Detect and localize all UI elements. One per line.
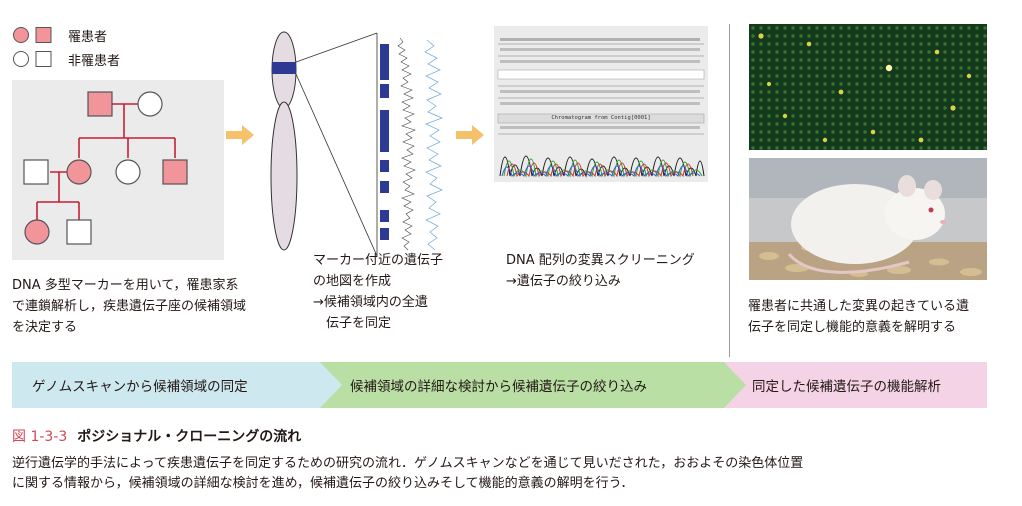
pedigree-father-unaffected	[23, 159, 49, 185]
affected-symbols-icon	[13, 27, 52, 43]
pedigree-aunt-unaffected	[115, 159, 141, 185]
phase-band-1-arrowhead	[320, 362, 342, 408]
step4-description: 罹患者に共通した変異の起きている遺 伝子を同定し機能的意義を解明する	[748, 299, 970, 335]
pedigree-lines	[36, 103, 176, 220]
sequence-panel: Chromatogram from Contig[0001]	[494, 26, 708, 182]
step2-description: マーカー付近の遺伝子 の地図を作成 →候補領域内の全遺 伝子を同定	[313, 253, 444, 331]
chromosome-long-arm	[270, 101, 298, 251]
unaffected-symbols-icon	[13, 51, 52, 67]
figure-number: 図 1-3-3	[12, 429, 68, 445]
step1-description: DNA 多型マーカーを用いて，罹患家系 で連鎖解析し，疾患遺伝子座の候補領域 を…	[12, 278, 247, 335]
pedigree-uncle-affected	[162, 159, 188, 185]
legend-unaffected: 非罹患者	[12, 50, 121, 69]
chromatogram-icon	[497, 38, 705, 178]
chromosome-map	[270, 31, 443, 257]
sequence-letter-rows	[500, 38, 700, 129]
chromatogram-title: Chromatogram from Contig[0001]	[551, 115, 651, 121]
legend: 罹患者 非罹患者	[12, 26, 121, 69]
figure-title: ポジショナル・クローニングの流れ	[77, 429, 302, 445]
microarray-image	[749, 24, 987, 150]
phase-band-2-arrowhead	[724, 362, 746, 408]
trace-peaks	[499, 155, 705, 178]
marker-band	[272, 62, 296, 74]
pedigree-grandfather-affected	[87, 91, 113, 117]
legend-affected-label: 罹患者	[68, 29, 108, 45]
mouse-photo	[749, 158, 987, 280]
figure-caption-title: 図 1-3-3 ポジショナル・クローニングの流れ	[12, 426, 301, 446]
pedigree-chart	[23, 91, 188, 245]
arrow-right-icon	[226, 125, 254, 145]
gene-map-annotations	[424, 39, 443, 251]
pedigree-mother-affected	[66, 159, 92, 185]
gene-map-ticks	[397, 37, 416, 251]
step3-description: DNA 配列の変異スクリーニング →遺伝子の絞り込み	[506, 253, 695, 289]
arrow-right-icon	[456, 125, 484, 145]
pedigree-child1-affected	[24, 219, 50, 245]
gene-blocks	[380, 44, 389, 240]
pedigree-grandmother-unaffected	[137, 91, 163, 117]
pedigree-child2-unaffected	[66, 219, 92, 245]
legend-affected: 罹患者	[12, 26, 120, 45]
figure-caption-body: 逆行遺伝学的手法によって疾患遺伝子を同定するための研究の流れ．ゲノムスキャンなど…	[12, 456, 804, 491]
legend-unaffected-label: 非罹患者	[68, 53, 121, 69]
phase-band-3: 同定した候補遺伝子の機能解析	[746, 362, 987, 408]
phase-band-1: ゲノムスキャンから候補領域の同定	[12, 362, 320, 408]
phase-band-2: 候補領域の詳細な検討から候補遺伝子の絞り込み	[342, 362, 724, 408]
section-divider	[729, 24, 730, 357]
pedigree-panel	[12, 80, 224, 260]
